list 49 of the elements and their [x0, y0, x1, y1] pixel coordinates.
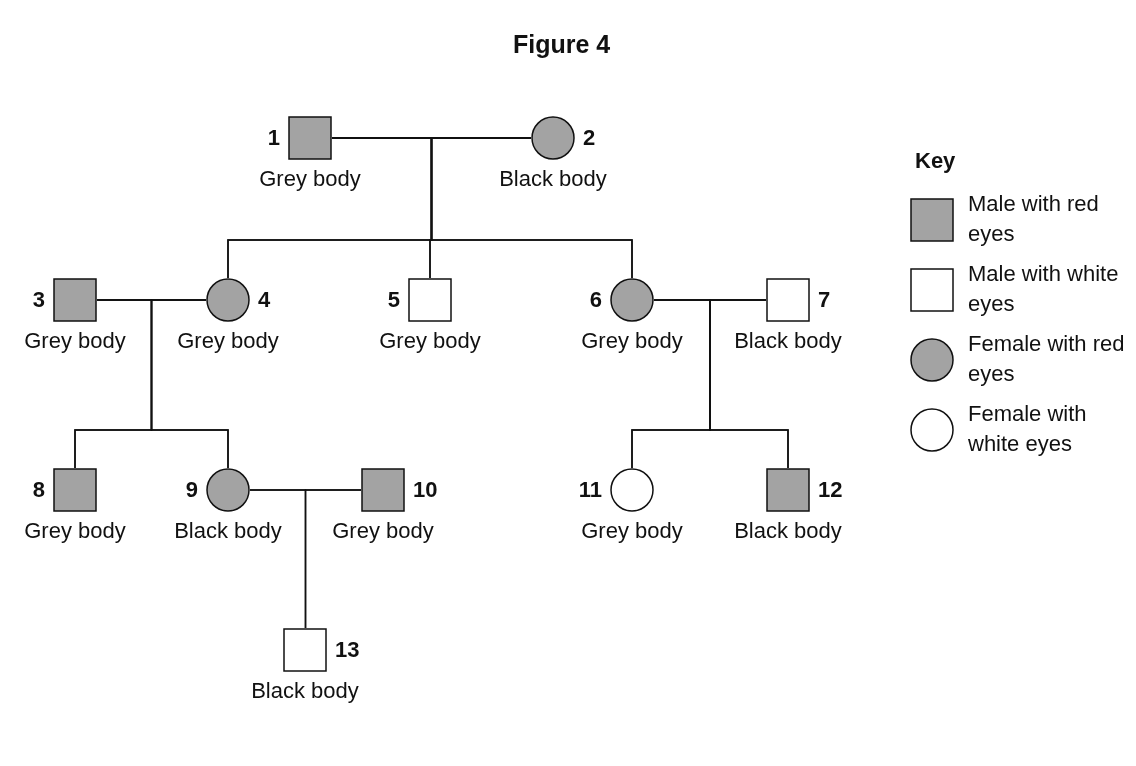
phenotype-label: Black body	[733, 327, 843, 355]
individual-number: 13	[335, 637, 360, 663]
key-heading: Key	[915, 148, 956, 174]
individual-number: 10	[413, 477, 438, 503]
legend-label: Female with red eyes	[968, 330, 1126, 388]
pedigree-line	[430, 137, 633, 279]
square-symbol	[283, 628, 327, 672]
circle-symbol	[531, 116, 575, 160]
individual-number: 1	[267, 125, 280, 151]
pedigree-line	[150, 299, 229, 469]
phenotype-label: Grey body	[331, 517, 435, 545]
legend-label: Female with white eyes	[968, 400, 1088, 458]
square-symbol	[53, 468, 97, 512]
phenotype-label: Black body	[498, 165, 608, 193]
pedigree-line	[709, 299, 789, 469]
square-symbol	[361, 468, 405, 512]
square-symbol	[766, 278, 810, 322]
phenotype-label: Grey body	[580, 327, 684, 355]
circle-symbol	[610, 468, 654, 512]
square-symbol	[288, 116, 332, 160]
square-symbol	[766, 468, 810, 512]
individual-number: 6	[589, 287, 602, 313]
circle-symbol	[206, 278, 250, 322]
phenotype-label: Grey body	[176, 327, 280, 355]
individual-number: 3	[32, 287, 45, 313]
individual-number: 8	[32, 477, 45, 503]
circle-symbol	[610, 278, 654, 322]
individual-number: 2	[583, 125, 596, 151]
legend-label: Male with white eyes	[968, 260, 1120, 318]
phenotype-label: Grey body	[23, 517, 127, 545]
individual-number: 12	[818, 477, 843, 503]
individual-number: 9	[185, 477, 198, 503]
phenotype-label: Grey body	[580, 517, 684, 545]
phenotype-label: Black body	[173, 517, 283, 545]
square-symbol	[53, 278, 97, 322]
individual-number: 7	[818, 287, 831, 313]
phenotype-label: Black body	[250, 677, 360, 705]
phenotype-label: Grey body	[258, 165, 362, 193]
legend-label: Male with red eyes	[968, 190, 1100, 248]
phenotype-label: Black body	[733, 517, 843, 545]
square-symbol	[408, 278, 452, 322]
individual-number: 4	[258, 287, 271, 313]
circle-symbol	[206, 468, 250, 512]
individual-number: 5	[387, 287, 400, 313]
phenotype-label: Grey body	[378, 327, 482, 355]
pedigree-line	[304, 489, 362, 629]
phenotype-label: Grey body	[23, 327, 127, 355]
individual-number: 11	[578, 477, 602, 503]
figure-title: Figure 4	[513, 30, 611, 59]
